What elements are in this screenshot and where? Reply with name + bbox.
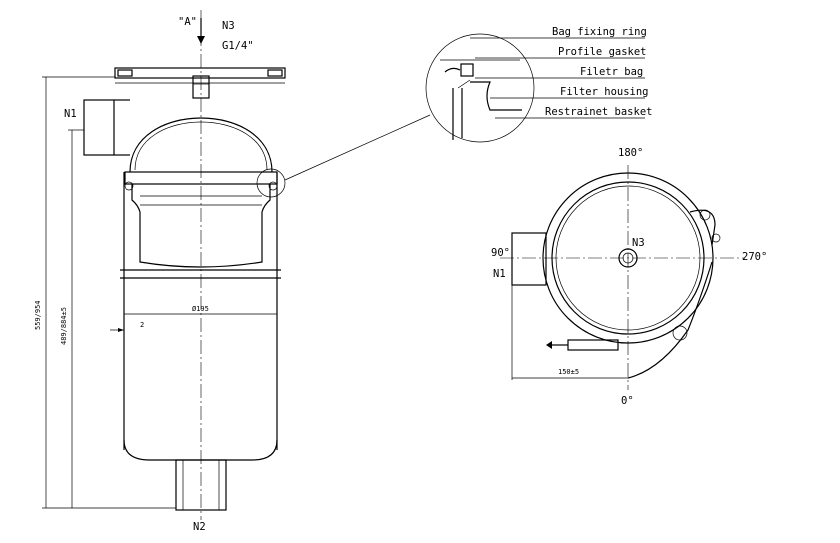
n1-label: N1 xyxy=(64,108,77,120)
overall-height-dim: 559/954 xyxy=(34,300,42,330)
side-elevation: "A" N3 G1/4" N1 xyxy=(34,10,286,533)
plan-view: 150±5 180° 90° N1 270° 0° N3 xyxy=(491,147,767,407)
n3-thread-label: G1/4" xyxy=(222,40,254,52)
n3-plan-label: N3 xyxy=(632,237,645,249)
inner-height-dim: 489/884±5 xyxy=(60,307,68,345)
label-filter-bag: Filetr bag xyxy=(580,66,643,78)
angle-270: 270° xyxy=(742,251,767,263)
label-profile-gasket: Profile gasket xyxy=(558,46,647,58)
detail-view: Bag fixing ring Profile gasket Filetr ba… xyxy=(425,26,652,143)
n3-top-label: N3 xyxy=(222,20,235,32)
angle-180: 180° xyxy=(618,147,643,159)
angle-0: 0° xyxy=(621,395,634,407)
n2-label: N2 xyxy=(193,521,206,533)
offset-dim: 150±5 xyxy=(558,368,579,376)
label-bag-fixing-ring: Bag fixing ring xyxy=(552,26,647,38)
wall-dim: 2 xyxy=(140,321,144,329)
label-filter-housing: Filter housing xyxy=(560,86,649,98)
n1-plan-label: N1 xyxy=(493,268,506,280)
view-a-label: "A" xyxy=(178,16,197,28)
diameter-dim: Ø195 xyxy=(192,305,209,313)
angle-90: 90° xyxy=(491,247,510,259)
label-restraint-basket: Restrainet basket xyxy=(545,106,652,118)
